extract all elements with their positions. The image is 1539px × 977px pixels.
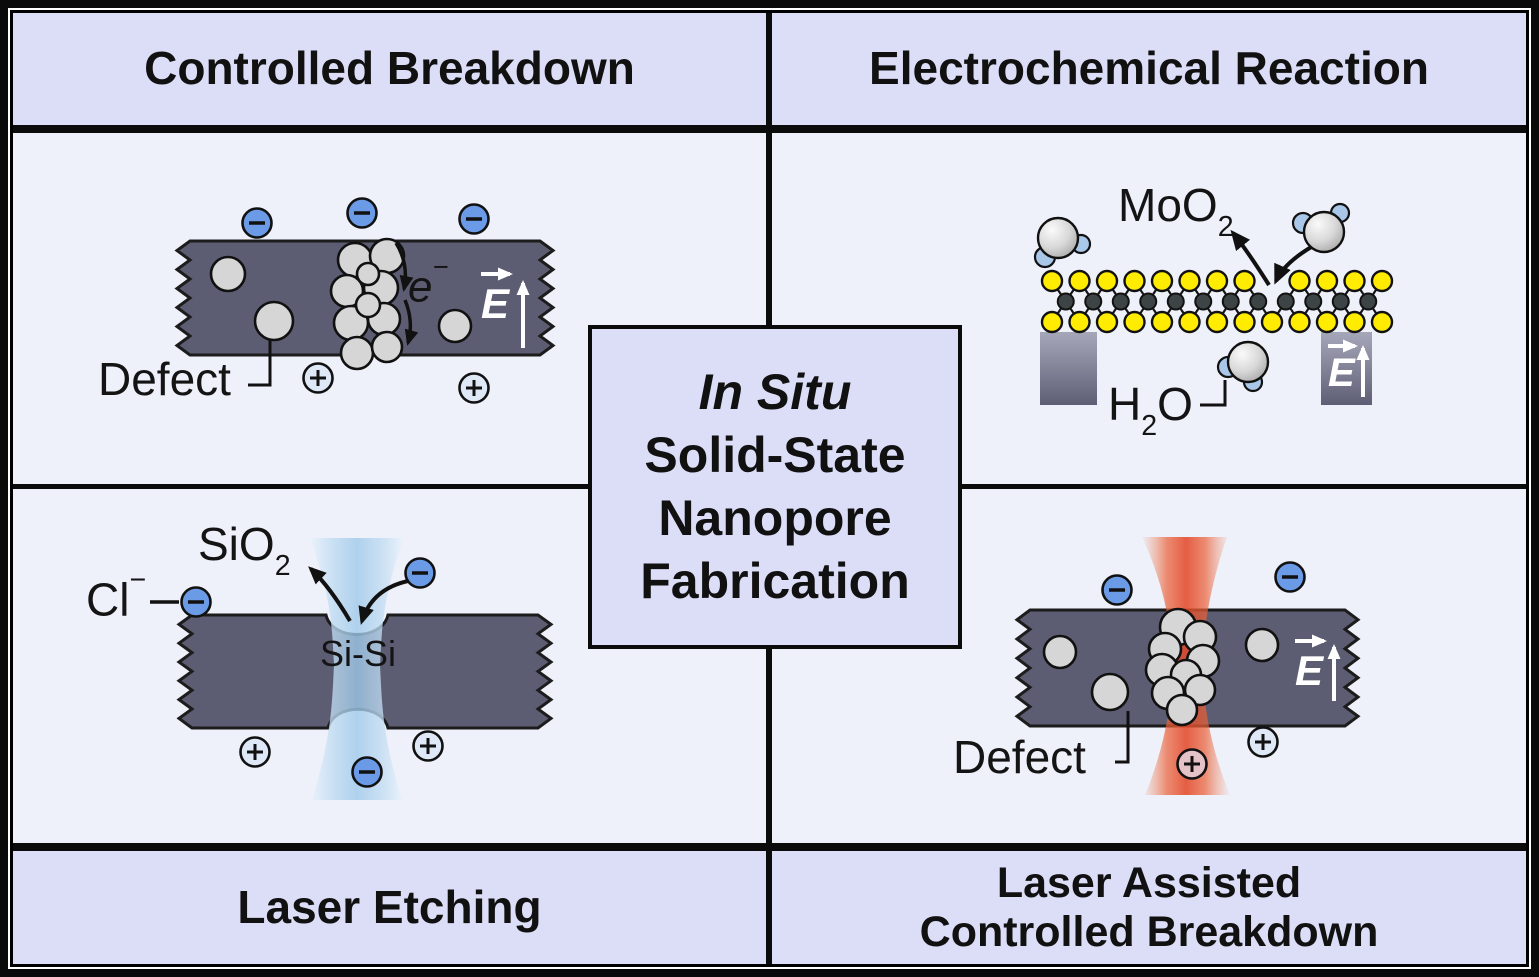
center-line-in-situ: In Situ bbox=[698, 364, 852, 420]
sulfur-atoms-top bbox=[1040, 269, 1394, 293]
controlled-breakdown-diagram bbox=[174, 197, 556, 404]
e-field-label: E bbox=[1295, 647, 1324, 694]
e-field-arrows bbox=[1295, 634, 1341, 701]
center-title-box: In Situ Solid-State Nanopore Fabrication bbox=[588, 325, 962, 649]
water-molecule bbox=[1291, 202, 1351, 254]
defect-cluster bbox=[1144, 607, 1221, 727]
laser-assisted-diagram bbox=[1014, 537, 1361, 795]
h2o-callout-line bbox=[1200, 380, 1227, 407]
defect-atoms bbox=[1042, 627, 1280, 712]
panel-title-controlled-breakdown: Controlled Breakdown bbox=[13, 13, 766, 125]
title-text: Laser Etching bbox=[237, 880, 542, 933]
anion bbox=[180, 586, 212, 618]
panel-electrochemical-reaction: MoO2 H2O E bbox=[772, 133, 1526, 484]
laser-beam-blue bbox=[310, 538, 404, 800]
etch-arrows bbox=[308, 566, 409, 625]
electron-flow-arrows bbox=[394, 242, 419, 346]
anion bbox=[1101, 574, 1133, 606]
panel-laser-etching: SiO2 Cl− Si-Si bbox=[10, 489, 767, 843]
title-text-line1: Laser Assisted bbox=[996, 859, 1302, 908]
panel-title-electrochemical-reaction: Electrochemical Reaction bbox=[772, 13, 1526, 125]
defect-cluster bbox=[329, 237, 406, 371]
e-field-arrows bbox=[1328, 339, 1370, 397]
anion bbox=[351, 756, 383, 788]
anion bbox=[458, 203, 490, 235]
anion bbox=[1274, 561, 1306, 593]
defect-callout-line bbox=[248, 339, 272, 387]
defect-atoms bbox=[209, 255, 473, 344]
panel-laser-assisted-breakdown: Defect E bbox=[772, 489, 1526, 843]
defect-callout-line bbox=[1115, 711, 1130, 764]
cl-label: Cl− bbox=[86, 564, 147, 626]
h2o-label: H2O bbox=[1108, 378, 1193, 443]
anion bbox=[346, 197, 378, 229]
center-line-fabrication: Fabrication bbox=[640, 553, 910, 609]
moo2-label: MoO2 bbox=[1118, 179, 1234, 244]
defect-label: Defect bbox=[98, 353, 231, 405]
electrochemical-diagram bbox=[1033, 202, 1394, 407]
water-molecule bbox=[1216, 340, 1270, 393]
panel-controlled-breakdown: Defect e− E bbox=[10, 133, 767, 484]
cation bbox=[412, 730, 444, 762]
anion bbox=[241, 207, 273, 239]
electron-label: e− bbox=[408, 251, 449, 312]
center-line-solid-state: Solid-State bbox=[644, 427, 906, 483]
cation bbox=[239, 736, 271, 768]
laser-etching-diagram bbox=[150, 538, 554, 800]
sulfur-atoms-bottom bbox=[1040, 310, 1394, 334]
reaction-arrows bbox=[1230, 229, 1315, 287]
sio2-label: SiO2 bbox=[198, 518, 291, 583]
title-text: Electrochemical Reaction bbox=[869, 42, 1429, 95]
electrode-left bbox=[1040, 332, 1097, 405]
e-field-label: E bbox=[1328, 351, 1355, 395]
cation bbox=[458, 372, 490, 404]
si-si-label: Si-Si bbox=[320, 633, 397, 674]
cation bbox=[302, 362, 334, 394]
title-text: Controlled Breakdown bbox=[144, 42, 635, 95]
water-molecule bbox=[1033, 216, 1092, 269]
center-line-nanopore: Nanopore bbox=[658, 490, 892, 546]
defect-label: Defect bbox=[953, 731, 1086, 783]
title-text-line2: Controlled Breakdown bbox=[919, 907, 1379, 956]
metal-atoms bbox=[1056, 292, 1378, 311]
panel-title-laser-assisted: Laser Assisted Controlled Breakdown bbox=[772, 851, 1526, 964]
e-field-arrows bbox=[481, 267, 530, 348]
anion bbox=[404, 557, 436, 589]
cation bbox=[1247, 726, 1279, 758]
panel-title-laser-etching: Laser Etching bbox=[13, 851, 766, 964]
cation bbox=[1176, 748, 1208, 780]
e-field-label: E bbox=[481, 280, 510, 327]
